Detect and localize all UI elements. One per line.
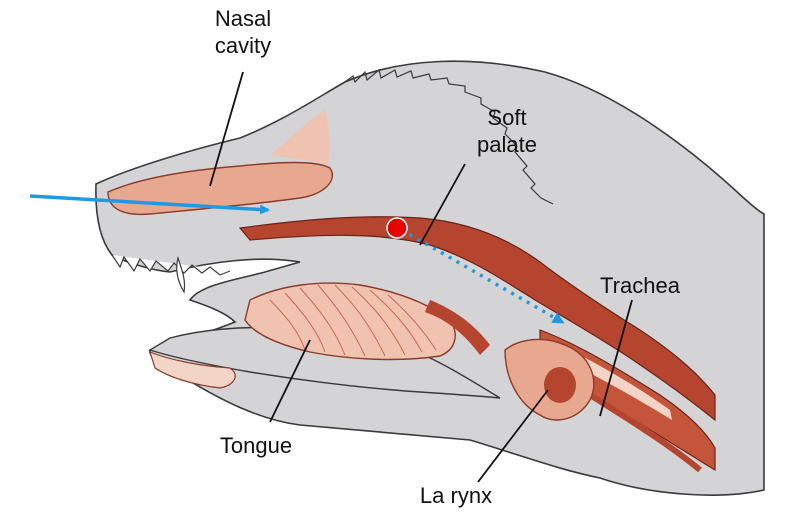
tongue-shape	[244, 282, 456, 361]
fur-edge	[344, 68, 554, 205]
soft-palate-leader	[419, 163, 466, 246]
frontal-sinus	[270, 110, 330, 165]
leader-lines	[209, 71, 633, 483]
tongue-leader	[269, 339, 311, 423]
lower-lip	[149, 350, 236, 389]
airflow-arrow-dotted	[401, 228, 565, 324]
larynx-lumen	[544, 367, 576, 403]
nasal-cavity-leader	[209, 71, 244, 187]
trachea-leader	[599, 299, 633, 417]
tongue-label: Tongue	[219, 433, 293, 458]
trachea-label: Trachea	[600, 273, 680, 298]
nasal-cavity-label: Nasal cavity	[198, 5, 288, 59]
soft-palate-label-line1: Soft	[487, 105, 527, 130]
larynx-label: La rynx	[419, 483, 493, 508]
nasal-cavity-label-line2: cavity	[214, 33, 272, 58]
soft-palate-label-line2: palate	[477, 132, 537, 157]
soft-palate-band	[238, 216, 716, 422]
tongue-muscle-lines	[269, 284, 437, 357]
nasal-cavity-shape	[107, 161, 333, 216]
nasal-cavity-label-line1: Nasal	[214, 6, 272, 31]
upper-teeth	[111, 254, 231, 276]
larynx-leader	[477, 389, 549, 483]
tongue-base-band	[425, 300, 490, 355]
soft-palate-label: Soft palate	[462, 104, 552, 158]
airflow-arrow-solid	[29, 194, 270, 215]
marker-dot	[386, 217, 408, 239]
canine-tooth	[176, 255, 186, 294]
